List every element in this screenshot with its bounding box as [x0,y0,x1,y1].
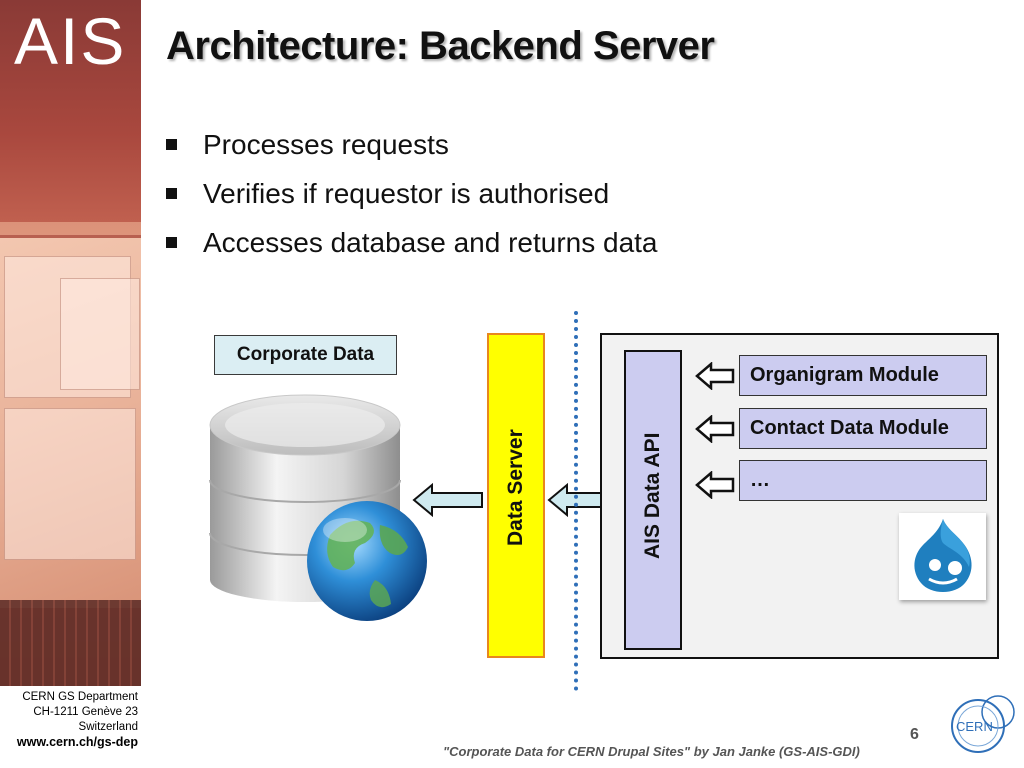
bullet-list: Processes requests Verifies if requestor… [166,125,658,272]
bullet-square-icon [166,237,177,248]
department-url[interactable]: www.cern.ch/gs-dep [16,735,138,749]
left-arrow-icon [412,483,483,517]
sidebar-dark-panel [0,0,141,222]
address-line-2: CH-1211 Genève 23 [33,706,138,718]
left-arrow-icon [695,362,735,390]
sidebar-keyboard-image [0,600,141,686]
data-server-label: Data Server [504,429,527,546]
bullet-text: Processes requests [203,129,449,160]
sidebar-background: AIS [0,0,141,686]
left-arrow-icon [695,471,735,499]
cern-logo: CERN [951,695,1015,753]
slide-title: Architecture: Backend Server [166,24,715,68]
address-line-1: CERN GS Department [22,691,138,703]
address-line-3: Switzerland [78,721,138,733]
bullet-item: Accesses database and returns data [166,223,658,272]
bullet-item: Verifies if requestor is authorised [166,174,658,223]
database-globe-icon [209,394,427,621]
drupal-drop-icon [914,519,972,592]
data-server-box [487,333,545,658]
dotted-divider [574,311,578,691]
sidebar-laptop-screen-image [0,235,141,608]
bullet-square-icon [166,139,177,150]
bullet-item: Processes requests [166,125,658,174]
module-organigram: Organigram Module [739,355,987,396]
corporate-data-label: Corporate Data [214,335,397,375]
left-arrow-icon [695,415,735,443]
bullet-square-icon [166,188,177,199]
module-more: … [739,460,987,501]
footer-quote: "Corporate Data for CERN Drupal Sites" b… [443,744,860,759]
bullet-text: Accesses database and returns data [203,227,658,258]
drupal-logo [899,513,986,600]
cern-logo-text: CERN [956,719,993,734]
page-number: 6 [910,726,919,743]
module-contact-data: Contact Data Module [739,408,987,449]
ais-data-api-box [624,350,682,650]
ais-logo: AIS [14,4,127,78]
ais-data-api-label: AIS Data API [641,432,664,559]
bullet-text: Verifies if requestor is authorised [203,178,610,209]
department-address: CERN GS Department CH-1211 Genève 23 Swi… [0,690,138,750]
